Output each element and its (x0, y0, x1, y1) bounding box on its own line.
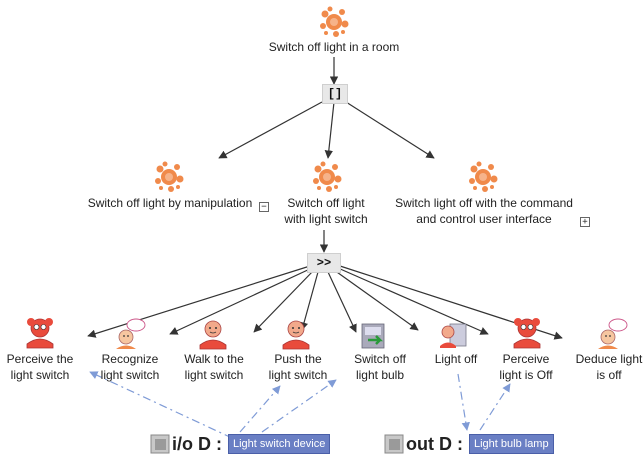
task-label-command-control[interactable]: Switch light off with the command and co… (395, 196, 573, 226)
expand-icon[interactable]: + (580, 217, 590, 227)
object-link-2 (239, 385, 281, 433)
root-task-label[interactable]: Switch off light in a room (268, 40, 400, 54)
user-action-icon (282, 320, 310, 350)
out-device-object[interactable]: out D : Light bulb lamp (384, 432, 554, 456)
object-type-label: i/o D : (172, 433, 222, 454)
leaf-label-switch-off-bulb[interactable]: Switch off light bulb (354, 352, 406, 382)
task-label-light-switch[interactable]: Switch off light with light switch (284, 196, 368, 226)
enabling-operator: >> (307, 253, 341, 273)
edge-op-switch (324, 101, 335, 159)
edge-seq-leaf-2 (169, 267, 313, 335)
cmd-abstract-task-icon (469, 161, 498, 192)
choice-operator: [] (322, 84, 348, 104)
object-link-3 (261, 379, 337, 433)
user-perceive-icon (26, 317, 54, 349)
leaf-label-push-switch[interactable]: Push the light switch (268, 352, 328, 382)
task-label-manipulation[interactable]: Switch off light by manipulation (87, 196, 253, 210)
edge-seq-leaf-4 (299, 271, 319, 331)
io-device-object[interactable]: i/o D : Light switch device (150, 432, 331, 456)
manip-abstract-task-icon (155, 161, 184, 192)
user-cognitive-icon (115, 318, 146, 350)
object-link-1 (89, 371, 233, 439)
object-type-label: out D : (406, 433, 463, 454)
edge-seq-leaf-6 (333, 269, 419, 331)
edge-seq-leaf-1 (87, 265, 311, 338)
edge-op-cmd (345, 101, 435, 159)
leaf-label-perceive-switch[interactable]: Perceive the light switch (6, 352, 74, 382)
leaf-label-recognize-switch[interactable]: Recognize light switch (100, 352, 160, 382)
user-perceive-icon (513, 317, 541, 349)
edge-op-manip (218, 101, 323, 159)
interactive-task-icon (439, 323, 467, 349)
switch-abstract-task-icon (313, 161, 342, 192)
user-cognitive-icon (597, 318, 628, 350)
edge-seq-leaf-5 (327, 271, 357, 333)
object-value[interactable]: Light switch device (228, 434, 331, 454)
edge-seq-leaf-3 (253, 269, 315, 333)
object-link-5 (479, 383, 511, 431)
root-abstract-task-icon (320, 6, 349, 37)
object-icon (384, 434, 404, 454)
object-icon (150, 434, 170, 454)
system-task-icon (360, 322, 386, 350)
leaf-label-deduce-off[interactable]: Deduce light is off (575, 352, 643, 382)
object-link-4 (457, 373, 470, 431)
leaf-label-light-off[interactable]: Light off (434, 352, 478, 366)
object-value[interactable]: Light bulb lamp (468, 434, 554, 454)
edge-seq-leaf-7 (337, 267, 489, 335)
leaf-label-walk-to-switch[interactable]: Walk to the light switch (184, 352, 244, 382)
collapse-icon[interactable]: − (259, 202, 269, 212)
user-motor-icon (199, 320, 227, 350)
leaf-label-perceive-off[interactable]: Perceive light is Off (499, 352, 553, 382)
